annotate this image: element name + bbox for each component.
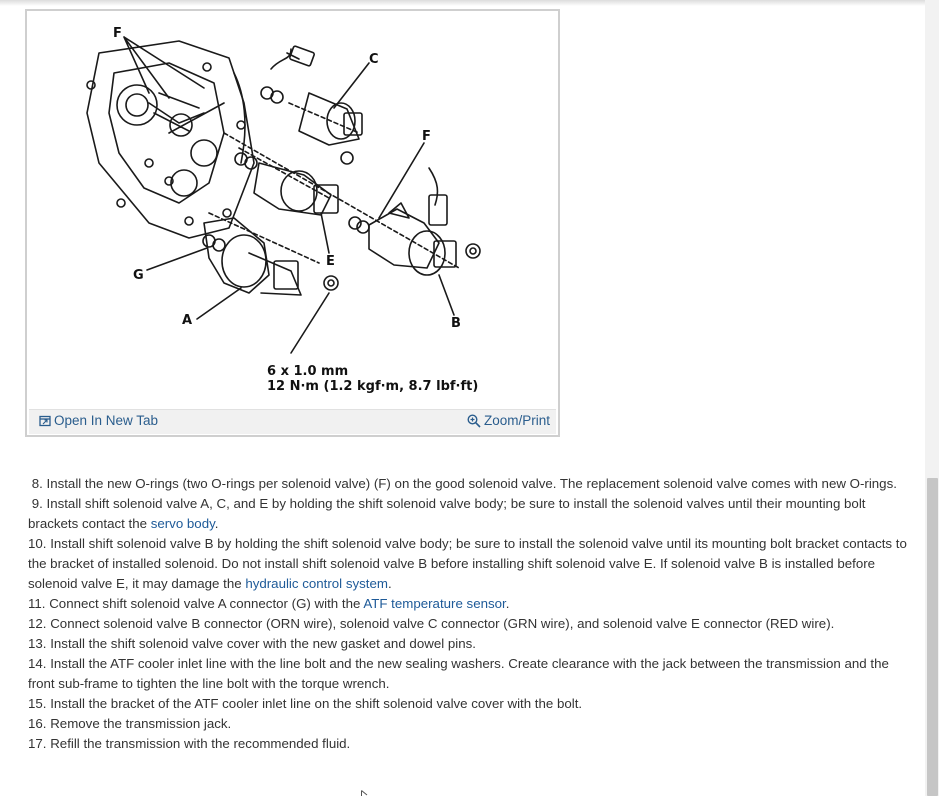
servo-body-link[interactable]: servo body <box>150 516 215 531</box>
procedure-steps: 8. Install the new O-rings (two O-rings … <box>28 474 912 754</box>
zoom-print-button[interactable]: Zoom/Print <box>467 413 550 428</box>
open-in-new-tab-label: Open In New Tab <box>54 413 159 428</box>
step-16: 16. Remove the transmission jack. <box>28 716 232 731</box>
label-c: C <box>369 52 379 67</box>
label-f-right: F <box>422 129 431 144</box>
zoom-icon <box>467 413 481 428</box>
scrollbar-thumb[interactable] <box>927 478 938 796</box>
step-11: 11. Connect shift solenoid valve A conne… <box>28 596 510 611</box>
step-17: 17. Refill the transmission with the rec… <box>28 736 351 751</box>
label-b: B <box>451 316 461 331</box>
label-e: E <box>326 254 335 269</box>
step-8: 8. Install the new O-rings (two O-rings … <box>31 476 897 491</box>
bolt-size: 6 x 1.0 mm <box>267 364 348 379</box>
solenoid-valve-diagram: F C F E G A B 6 x 1.0 mm 12 N·m (1.2 kgf… <box>86 26 481 394</box>
torque-spec: 12 N·m (1.2 kgf·m, 8.7 lbf·ft) <box>267 379 478 394</box>
page-top-shadow <box>0 0 925 6</box>
label-a: A <box>182 313 192 328</box>
mouse-cursor-icon <box>361 790 368 796</box>
step-12: 12. Connect solenoid valve B connector (… <box>28 616 835 631</box>
zoom-print-label: Zoom/Print <box>483 413 550 428</box>
atf-temperature-sensor-link[interactable]: ATF temperature sensor <box>363 596 506 611</box>
open-new-tab-icon <box>39 415 51 426</box>
diagram-figure: F C F E G A B 6 x 1.0 mm 12 N·m (1.2 kgf… <box>25 9 560 437</box>
step-14: 14. Install the ATF cooler inlet line wi… <box>28 656 889 691</box>
step-9: 9. Install shift solenoid valve A, C, an… <box>28 496 866 531</box>
label-f-top: F <box>113 26 122 41</box>
step-15: 15. Install the bracket of the ATF coole… <box>28 696 583 711</box>
open-in-new-tab-button[interactable]: Open In New Tab <box>39 413 158 428</box>
label-g: G <box>133 268 144 283</box>
step-10: 10. Install shift solenoid valve B by ho… <box>28 536 907 591</box>
figure-toolbar: Open In New Tab Zoom/Print <box>29 409 556 434</box>
step-13: 13. Install the shift solenoid valve cov… <box>28 636 476 651</box>
hydraulic-control-system-link[interactable]: hydraulic control system <box>245 576 388 591</box>
